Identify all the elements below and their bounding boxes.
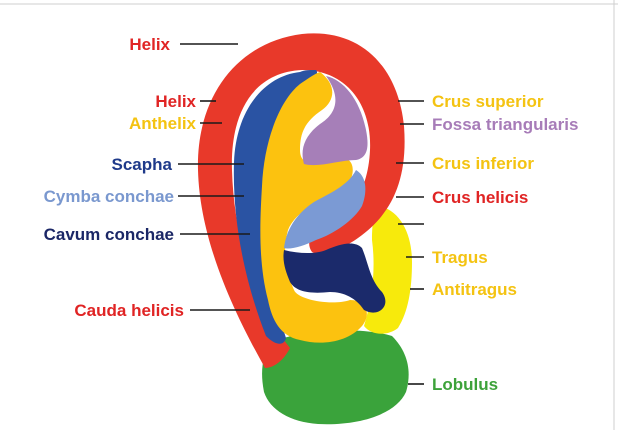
label-cauda-helicis: Cauda helicis [74, 301, 184, 320]
label-cymba-conchae: Cymba conchae [44, 187, 174, 206]
label-antitragus: Antitragus [432, 280, 517, 299]
label-tragus: Tragus [432, 248, 488, 267]
label-crus-superior: Crus superior [432, 92, 544, 111]
label-helix: Helix [155, 92, 196, 111]
label-crus-inferior: Crus inferior [432, 154, 534, 173]
label-fossa-triangularis: Fossa triangularis [432, 115, 578, 134]
label-helix-top: Helix [129, 35, 170, 54]
label-lobulus: Lobulus [432, 375, 498, 394]
label-cavum-conchae: Cavum conchae [44, 225, 174, 244]
label-scapha: Scapha [112, 155, 173, 174]
label-anthelix: Anthelix [129, 114, 197, 133]
label-crus-helicis: Crus helicis [432, 188, 528, 207]
